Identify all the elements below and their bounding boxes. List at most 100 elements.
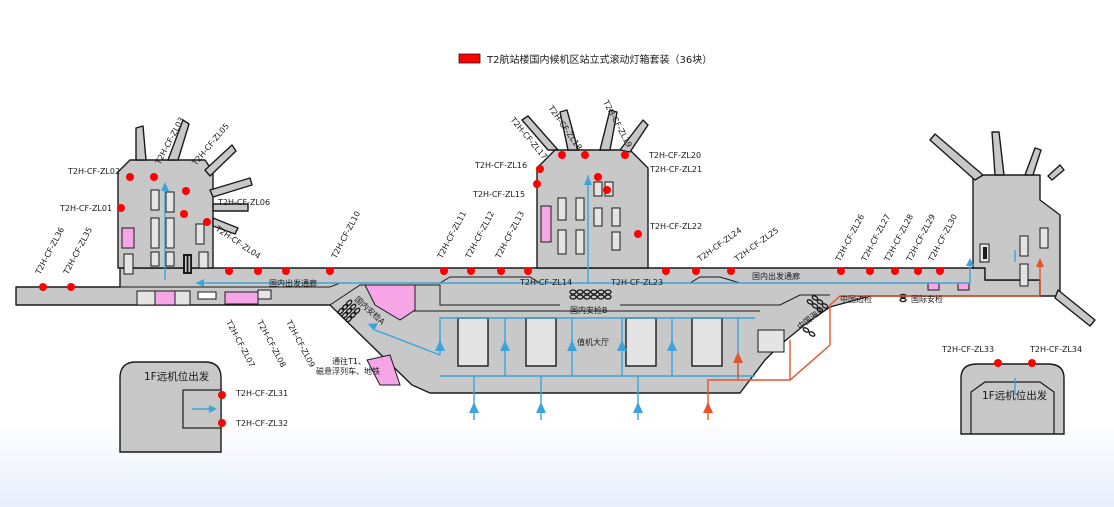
arrow-left-icon (368, 323, 378, 331)
marker-dot-t2h-cf-zl19[interactable] (621, 151, 629, 159)
marker-label-t2h-cf-zl21: T2H-CF-ZL21 (649, 165, 702, 174)
marker-label-t2h-cf-zl12: T2H-CF-ZL12 (463, 210, 496, 261)
west-finger-3 (204, 144, 237, 177)
marker-dot-t2h-cf-zl29[interactable] (914, 267, 922, 275)
marker-label-t2h-cf-zl10: T2H-CF-ZL10 (329, 210, 362, 261)
west-finger-6 (212, 217, 239, 235)
arrow-up-icon (617, 340, 627, 351)
arrow-up-icon (536, 402, 546, 413)
marker-dot-t2h-cf-zl28[interactable] (891, 267, 899, 275)
marker-dot-t2h-cf-zl07[interactable] (225, 267, 233, 275)
marker-dot-t2h-cf-zl36[interactable] (39, 283, 47, 291)
marker-dot-t2h-cf-zl18[interactable] (581, 151, 589, 159)
label-intl-security: 国际安检 (911, 294, 943, 304)
center-finger-1 (521, 115, 559, 151)
marker-dot-t2h-cf-zl11[interactable] (440, 267, 448, 275)
international-arrows (703, 258, 1044, 413)
marker-label-t2h-cf-zl22: T2H-CF-ZL22 (649, 222, 702, 231)
arrow-up-icon (1036, 258, 1044, 267)
arrow-up-icon (733, 352, 743, 363)
marker-dot-t2h-cf-zl21[interactable] (603, 186, 611, 194)
escalators (183, 247, 987, 274)
center-pier (536, 149, 649, 269)
marker-label-t2h-cf-zl01: T2H-CF-ZL01 (59, 204, 112, 213)
marker-dot-t2h-cf-zl09[interactable] (282, 267, 290, 275)
domestic-arrows (161, 176, 1019, 413)
marker-dot-t2h-cf-zl15[interactable] (533, 180, 541, 188)
marker-label-t2h-cf-zl02: T2H-CF-ZL02 (67, 167, 120, 176)
arrow-up-icon (633, 402, 643, 413)
arrow-up-icon (500, 340, 510, 351)
center-finger-3 (599, 109, 618, 151)
marker-label-t2h-cf-zl35: T2H-CF-ZL35 (61, 226, 94, 277)
marker-dot-t2h-cf-zl22[interactable] (634, 230, 642, 238)
marker-dot-t2h-cf-zl14[interactable] (524, 267, 532, 275)
marker-label-t2h-cf-zl32: T2H-CF-ZL32 (235, 419, 288, 428)
arrow-up-icon (966, 258, 974, 266)
marker-dot-t2h-cf-zl20[interactable] (594, 173, 602, 181)
remote-stand-right: 1F远机位出发 (960, 363, 1065, 435)
marker-dot-t2h-cf-zl26[interactable] (837, 267, 845, 275)
west-finger-1 (135, 125, 147, 161)
center-finger-4 (619, 119, 649, 153)
west-finger-5 (212, 203, 249, 212)
remote-left-title: 1F远机位出发 (144, 370, 210, 383)
marker-dot-t2h-cf-zl25[interactable] (727, 267, 735, 275)
marker-dot-t2h-cf-zl06[interactable] (180, 210, 188, 218)
marker-dot-t2h-cf-zl04[interactable] (203, 218, 211, 226)
marker-dot-t2h-cf-zl23[interactable] (662, 267, 670, 275)
east-finger-3 (1024, 147, 1042, 176)
marker-dot-t2h-cf-zl31[interactable] (218, 391, 226, 399)
marker-dot-t2h-cf-zl27[interactable] (866, 267, 874, 275)
east-finger-5 (1054, 289, 1096, 327)
marker-label-t2h-cf-zl14: T2H-CF-ZL14 (519, 278, 572, 287)
legend-swatch (458, 53, 481, 64)
marker-dot-t2h-cf-zl05[interactable] (182, 187, 190, 195)
marker-dot-t2h-cf-zl33[interactable] (994, 359, 1002, 367)
marker-label-t2h-cf-zl16: T2H-CF-ZL16 (474, 161, 527, 170)
marker-label-t2h-cf-zl08: T2H-CF-ZL08 (255, 318, 288, 369)
marker-dot-t2h-cf-zl01[interactable] (117, 204, 125, 212)
label-to-t1-line2: 磁悬浮列车、地铁 (316, 366, 380, 376)
marker-dot-t2h-cf-zl16[interactable] (536, 165, 544, 173)
label-china-border: 中国边检 (840, 294, 872, 304)
marker-label-t2h-cf-zl33: T2H-CF-ZL33 (941, 345, 994, 354)
label-security-b: 国内安检B (570, 305, 608, 315)
arrow-up-icon (584, 176, 592, 185)
marker-dot-t2h-cf-zl02[interactable] (126, 173, 134, 181)
east-finger-2 (991, 131, 1005, 176)
marker-dot-t2h-cf-zl35[interactable] (67, 283, 75, 291)
international-flow (707, 262, 1041, 420)
marker-label-t2h-cf-zl07: T2H-CF-ZL07 (224, 318, 257, 369)
marker-label-t2h-cf-zl13: T2H-CF-ZL13 (493, 210, 526, 261)
marker-label-t2h-cf-zl36: T2H-CF-ZL36 (33, 226, 66, 277)
marker-dot-t2h-cf-zl13[interactable] (497, 267, 505, 275)
marker-dot-t2h-cf-zl03[interactable] (150, 173, 158, 181)
arrow-up-icon (667, 340, 677, 351)
security-lanes (337, 289, 907, 337)
marker-dot-t2h-cf-zl10[interactable] (326, 267, 334, 275)
marker-dot-t2h-cf-zl32[interactable] (218, 419, 226, 427)
center-finger-2 (559, 109, 579, 151)
marker-dot-t2h-cf-zl24[interactable] (692, 267, 700, 275)
marker-label-t2h-cf-zl31: T2H-CF-ZL31 (235, 389, 288, 398)
marker-label-t2h-cf-zl06: T2H-CF-ZL06 (217, 198, 270, 207)
marker-dot-t2h-cf-zl17[interactable] (558, 151, 566, 159)
legend: T2航站楼国内候机区站立式滚动灯箱套装（36块） (458, 53, 712, 66)
marker-dot-t2h-cf-zl08[interactable] (254, 267, 262, 275)
marker-dot-t2h-cf-zl30[interactable] (936, 267, 944, 275)
remote-stand-left: 1F远机位出发 (119, 361, 222, 453)
marker-dot-t2h-cf-zl12[interactable] (467, 267, 475, 275)
marker-label-t2h-cf-zl15: T2H-CF-ZL15 (472, 190, 525, 199)
arrow-up-icon (161, 182, 169, 191)
west-finger-2 (167, 119, 190, 161)
marker-dot-t2h-cf-zl34[interactable] (1028, 359, 1036, 367)
label-concourse-left: 国内出发通廊 (269, 278, 317, 288)
marker-label-t2h-cf-zl34: T2H-CF-ZL34 (1029, 345, 1082, 354)
remote-right-title: 1F远机位出发 (982, 389, 1048, 402)
arrow-up-icon (567, 340, 577, 351)
west-finger-4 (209, 177, 253, 198)
arrow-up-icon (469, 402, 479, 413)
arrow-up-icon (703, 402, 713, 413)
arrow-left-icon (196, 279, 204, 287)
